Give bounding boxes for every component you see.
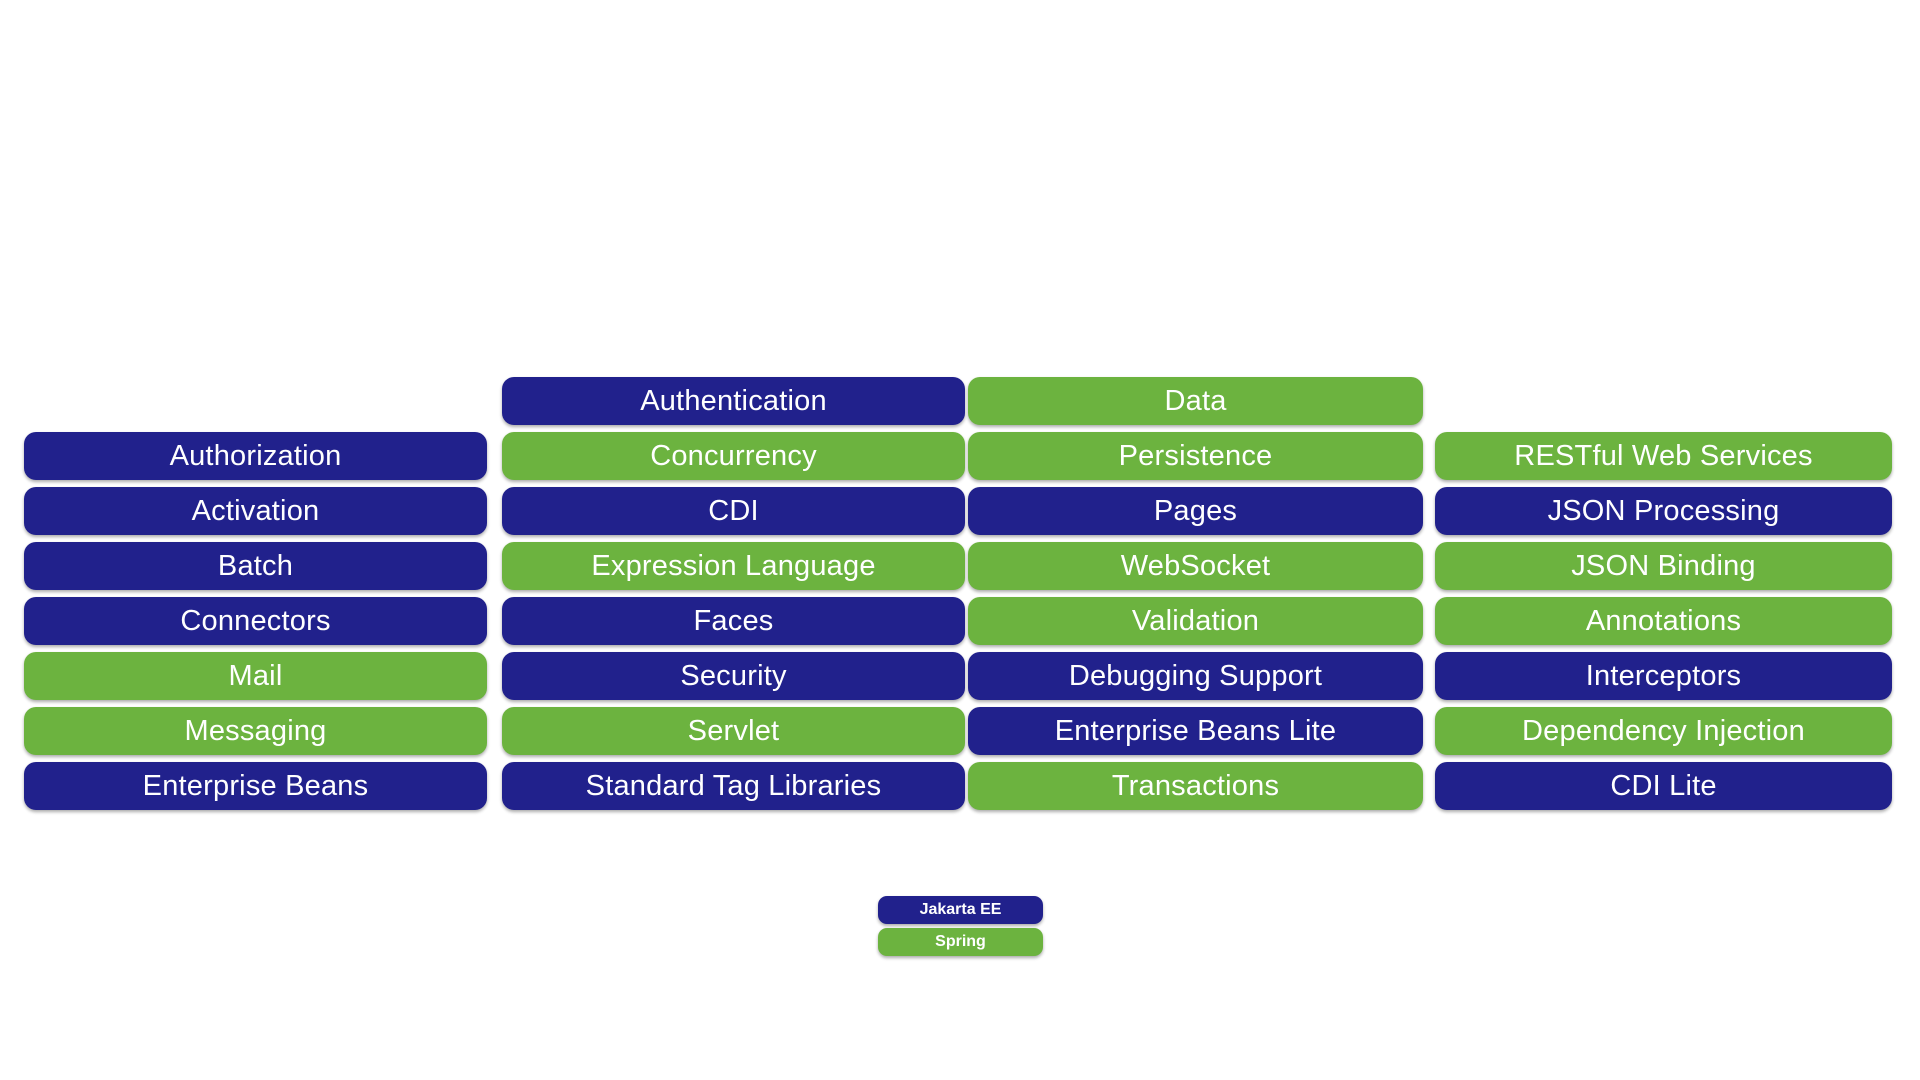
spec-pill: Persistence <box>968 432 1423 480</box>
spec-pill: CDI <box>502 487 965 535</box>
spec-pill: Enterprise Beans <box>24 762 487 810</box>
spec-pill-label: RESTful Web Services <box>1514 439 1813 472</box>
spec-pill: Connectors <box>24 597 487 645</box>
spec-pill-label: Activation <box>191 494 320 527</box>
spec-pill: Concurrency <box>502 432 965 480</box>
spec-pill-label: Standard Tag Libraries <box>585 769 882 802</box>
spec-pill-label: Security <box>680 659 787 692</box>
legend-item: Spring <box>878 928 1043 956</box>
spec-pill: CDI Lite <box>1435 762 1892 810</box>
spec-pill-label: CDI <box>708 494 759 527</box>
spec-pill: Validation <box>968 597 1423 645</box>
spec-pill: JSON Binding <box>1435 542 1892 590</box>
spec-pill: Enterprise Beans Lite <box>968 707 1423 755</box>
spec-pill: Interceptors <box>1435 652 1892 700</box>
spec-pill: Pages <box>968 487 1423 535</box>
legend: Jakarta EE Spring <box>878 896 1043 956</box>
spec-pill: Standard Tag Libraries <box>502 762 965 810</box>
spec-pill-label: Debugging Support <box>1068 659 1323 692</box>
spec-pill: Batch <box>24 542 487 590</box>
spec-pill-label: WebSocket <box>1120 549 1271 582</box>
spec-pill: JSON Processing <box>1435 487 1892 535</box>
spec-pill: RESTful Web Services <box>1435 432 1892 480</box>
spec-pill: Messaging <box>24 707 487 755</box>
spec-pill-label: JSON Processing <box>1547 494 1780 527</box>
spec-pill: Security <box>502 652 965 700</box>
spec-pill-label: Authentication <box>640 384 827 417</box>
spec-pill-label: Validation <box>1131 604 1260 637</box>
legend-item-label: Jakarta EE <box>919 901 1002 918</box>
spec-pill-label: CDI Lite <box>1610 769 1717 802</box>
spec-pill-label: Messaging <box>184 714 327 747</box>
spec-pill-label: Data <box>1164 384 1227 417</box>
spec-pill: Mail <box>24 652 487 700</box>
spec-pill-label: Persistence <box>1118 439 1273 472</box>
spec-pill-label: Servlet <box>687 714 780 747</box>
spec-pill-label: Authorization <box>169 439 342 472</box>
spec-pill-label: Enterprise Beans <box>142 769 369 802</box>
spec-pill-label: Dependency Injection <box>1522 714 1805 747</box>
spec-pill: Faces <box>502 597 965 645</box>
spec-pill: Servlet <box>502 707 965 755</box>
spec-pill-label: Pages <box>1153 494 1238 527</box>
spec-pill: Authentication <box>502 377 965 425</box>
spec-pill-label: Expression Language <box>591 549 876 582</box>
spec-pill-label: Enterprise Beans Lite <box>1054 714 1337 747</box>
spec-pill: Authorization <box>24 432 487 480</box>
spec-pill-label: Concurrency <box>650 439 817 472</box>
spec-pill-label: Interceptors <box>1585 659 1742 692</box>
legend-item-label: Spring <box>935 933 986 950</box>
legend-item: Jakarta EE <box>878 896 1043 924</box>
spec-pill-label: JSON Binding <box>1571 549 1756 582</box>
spec-pill: Data <box>968 377 1423 425</box>
spec-pill: Debugging Support <box>968 652 1423 700</box>
spec-pill-label: Annotations <box>1585 604 1742 637</box>
spec-pill: Dependency Injection <box>1435 707 1892 755</box>
spec-pill: WebSocket <box>968 542 1423 590</box>
spec-pill-label: Faces <box>693 604 774 637</box>
spec-pill: Activation <box>24 487 487 535</box>
spec-pill-label: Transactions <box>1111 769 1280 802</box>
spec-pill: Transactions <box>968 762 1423 810</box>
spec-pill: Annotations <box>1435 597 1892 645</box>
spec-pill-label: Batch <box>217 549 294 582</box>
spec-pill: Expression Language <box>502 542 965 590</box>
spec-pill-label: Connectors <box>180 604 331 637</box>
spec-pill-label: Mail <box>228 659 283 692</box>
